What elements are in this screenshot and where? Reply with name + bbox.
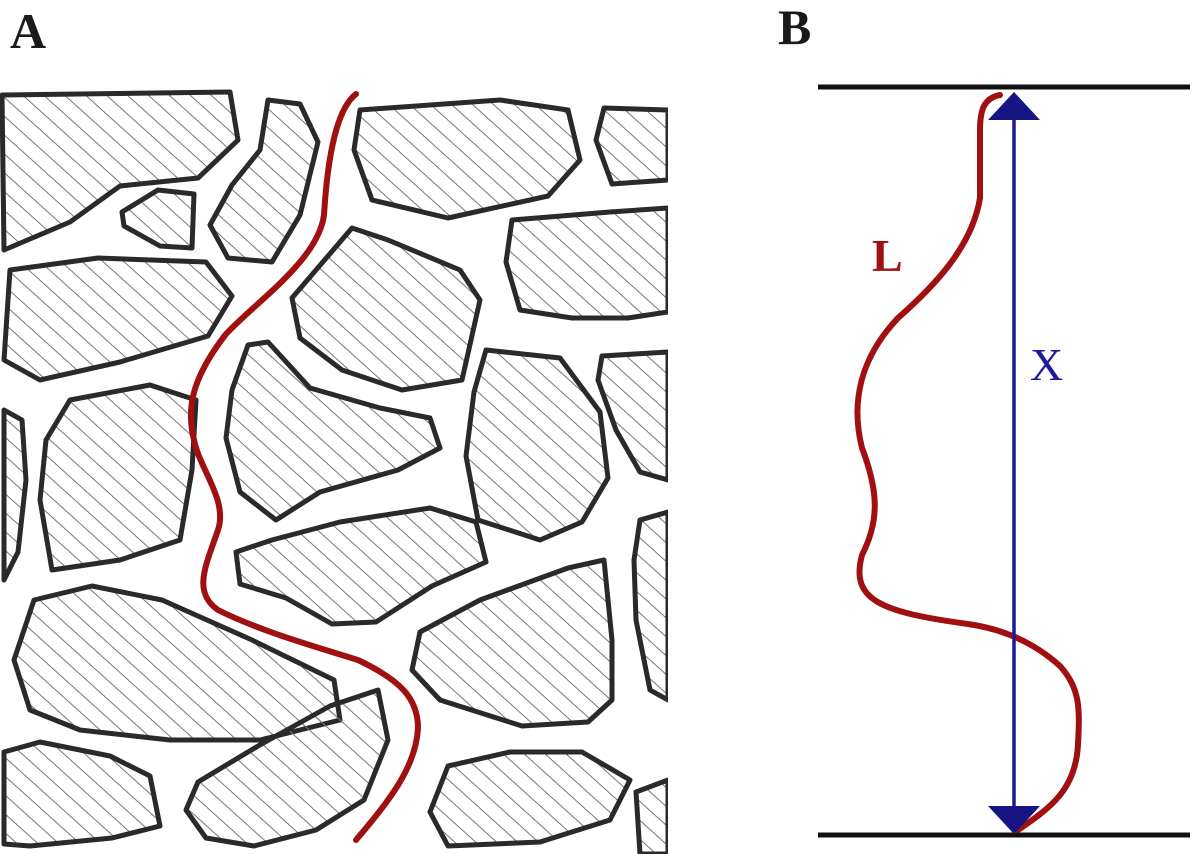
panel-label-b: B bbox=[778, 0, 812, 55]
grain bbox=[207, 97, 321, 265]
path-length-curve bbox=[854, 92, 1082, 833]
grain bbox=[37, 382, 199, 573]
grain bbox=[1, 255, 235, 383]
path-length-label: L bbox=[872, 230, 903, 281]
tortuosity-panel bbox=[818, 84, 1190, 838]
grain bbox=[503, 205, 668, 321]
grain bbox=[351, 97, 583, 221]
grain bbox=[223, 339, 443, 523]
straight-distance-label: X bbox=[1030, 339, 1064, 390]
grain bbox=[233, 505, 489, 627]
grain bbox=[11, 583, 343, 743]
tortuous-flow-path bbox=[187, 91, 422, 843]
grain bbox=[289, 225, 483, 393]
panel-label-a: A bbox=[10, 3, 47, 59]
grain bbox=[119, 187, 197, 251]
arrow-head-up-icon bbox=[988, 92, 1040, 120]
grain bbox=[463, 347, 611, 543]
grain-group bbox=[0, 89, 668, 854]
grain bbox=[633, 777, 668, 854]
grain bbox=[0, 89, 241, 253]
grain bbox=[1, 739, 163, 849]
grain bbox=[427, 749, 633, 849]
grain bbox=[183, 687, 391, 849]
grain bbox=[595, 349, 668, 483]
grain bbox=[631, 509, 668, 703]
arrow-head-down-icon bbox=[988, 806, 1040, 834]
grain bbox=[409, 557, 615, 729]
grain bbox=[1, 407, 29, 583]
porous-medium-panel bbox=[0, 89, 668, 854]
grain bbox=[593, 105, 668, 187]
